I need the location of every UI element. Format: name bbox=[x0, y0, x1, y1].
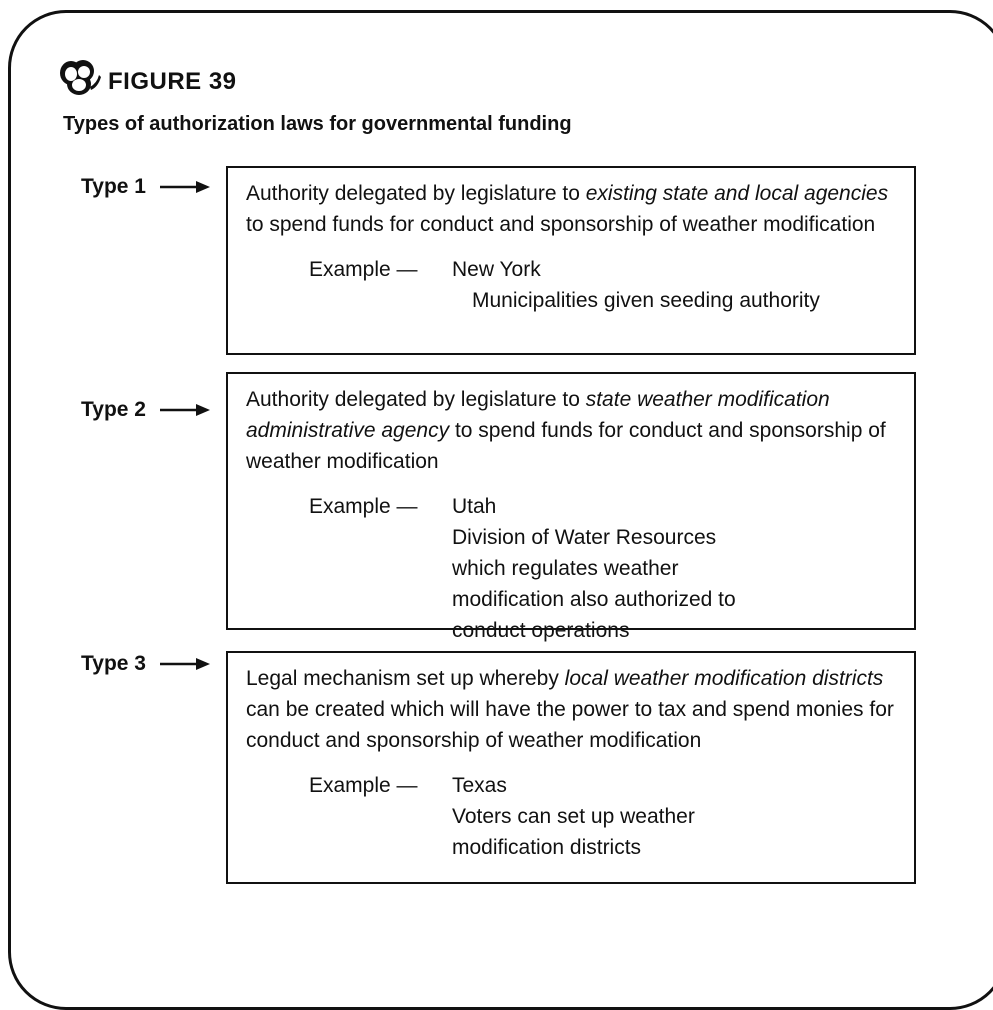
example-state: Texas bbox=[452, 774, 507, 797]
example-state: New York bbox=[452, 258, 541, 281]
desc-text: Legal mechanism set up whereby bbox=[246, 667, 565, 690]
example-lead: Example — bbox=[309, 495, 418, 518]
right-arrow-icon bbox=[159, 404, 210, 417]
type-label-text: Type 3 bbox=[81, 652, 146, 675]
desc-emphasis: local weather modification districts bbox=[564, 667, 884, 690]
example-lead: Example — bbox=[309, 774, 418, 797]
type-2-box: Authority delegated by legislature to st… bbox=[226, 372, 916, 642]
type-1-label: Type 1 bbox=[81, 175, 210, 199]
desc-emphasis: existing state and local agencies bbox=[585, 182, 889, 205]
desc-text: to spend funds for conduct and sponsorsh… bbox=[246, 419, 886, 473]
overlapping-rings-logo bbox=[60, 60, 101, 95]
figure-subtitle: Types of authorization laws for governme… bbox=[63, 113, 572, 135]
desc-text: can be created which will have the power… bbox=[246, 698, 894, 752]
example-detail: Division of Water Resources which regula… bbox=[452, 526, 736, 642]
desc-text: Authority delegated by legislature to bbox=[246, 388, 586, 411]
example-detail: Municipalities given seeding authority bbox=[472, 289, 820, 312]
type-3-example: Example — Texas Voters can set up weathe… bbox=[246, 770, 900, 863]
type-1-description: Authority delegated by legislature to ex… bbox=[246, 178, 900, 240]
example-state: Utah bbox=[452, 495, 497, 518]
type-2-label: Type 2 bbox=[81, 398, 210, 422]
type-1-example: Example — New York Municipalities given … bbox=[246, 254, 900, 316]
type-3-box: Legal mechanism set up whereby local wea… bbox=[226, 651, 916, 884]
type-2-description: Authority delegated by legislature to st… bbox=[246, 384, 900, 477]
type-2-example: Example — Utah Division of Water Resourc… bbox=[246, 491, 900, 646]
type-label-text: Type 2 bbox=[81, 398, 146, 421]
type-label-text: Type 1 bbox=[81, 175, 146, 198]
figure-title: FIGURE 39 bbox=[108, 68, 237, 95]
desc-emphasis: state weather modification administrativ… bbox=[246, 388, 830, 442]
example-lead: Example — bbox=[309, 258, 418, 281]
type-3-label: Type 3 bbox=[81, 652, 210, 676]
desc-text: to spend funds for conduct and sponsorsh… bbox=[246, 213, 876, 236]
desc-text: Authority delegated by legislature to bbox=[246, 182, 586, 205]
right-arrow-icon bbox=[159, 658, 210, 671]
example-detail: Voters can set up weather modification d… bbox=[452, 805, 695, 859]
type-3-description: Legal mechanism set up whereby local wea… bbox=[246, 663, 900, 756]
type-1-box: Authority delegated by legislature to ex… bbox=[226, 166, 916, 355]
right-arrow-icon bbox=[159, 181, 210, 194]
